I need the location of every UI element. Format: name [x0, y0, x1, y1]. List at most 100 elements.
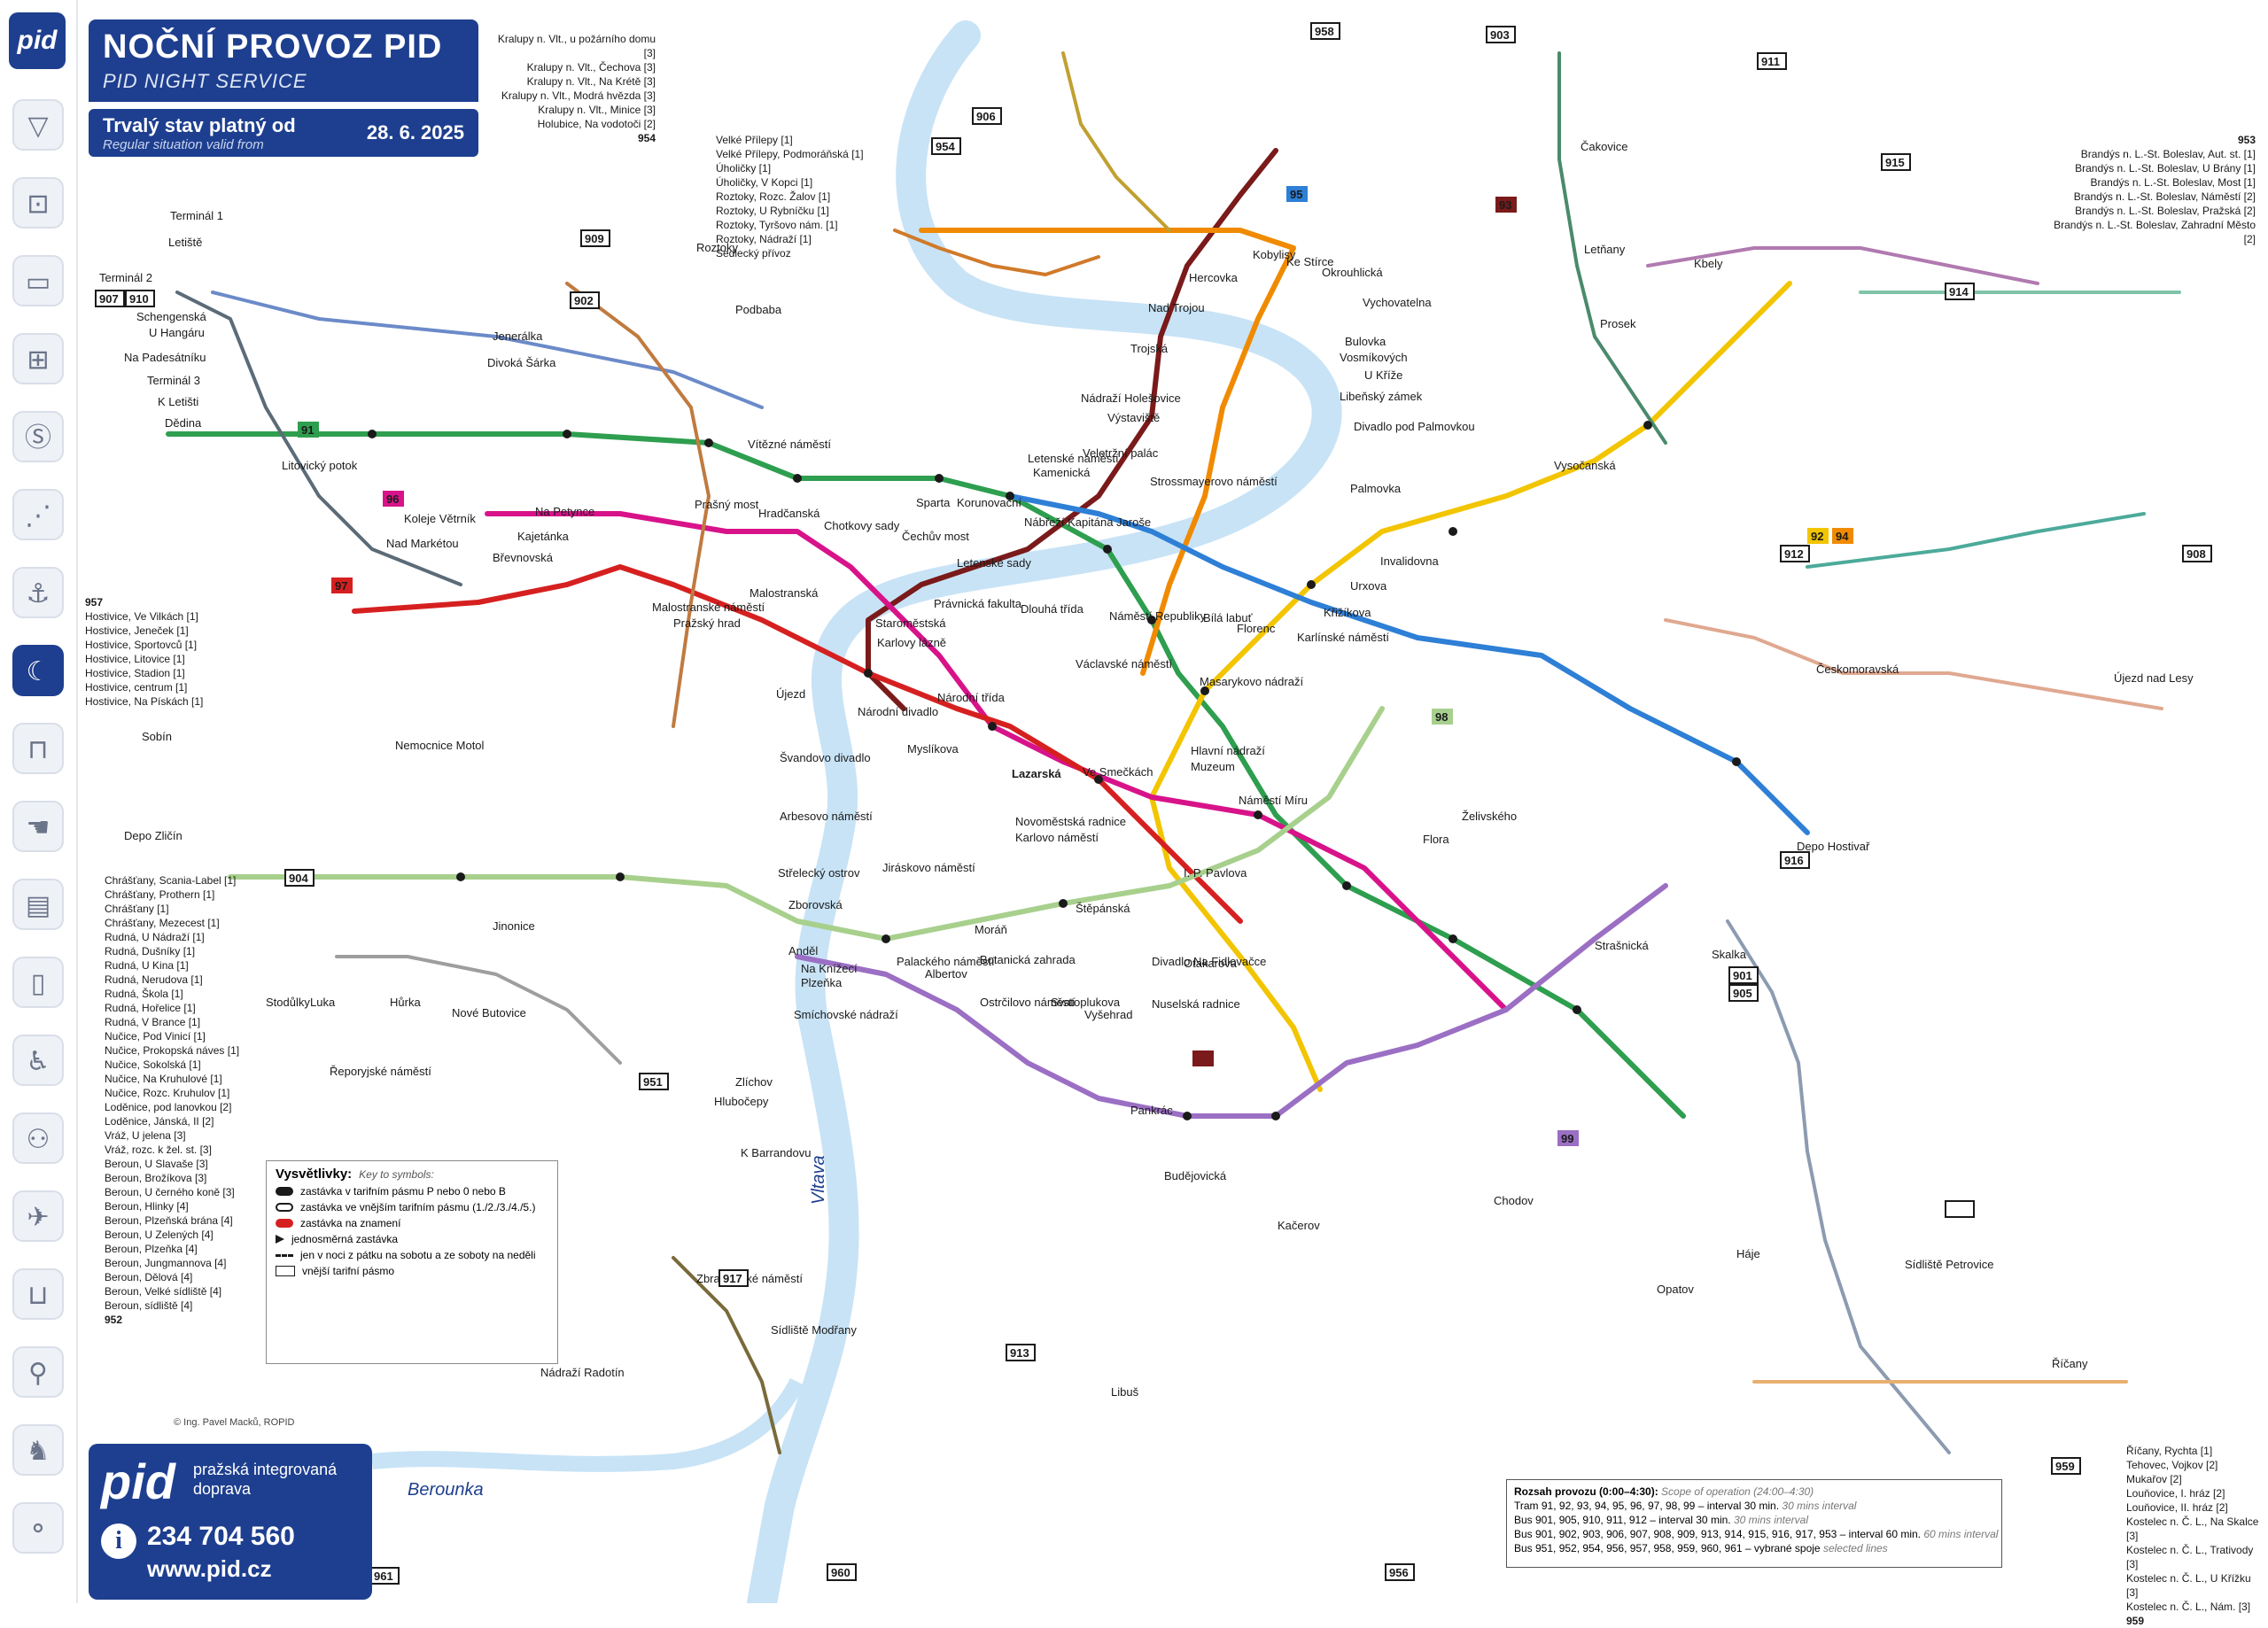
label-pravnicka-fakulta[interactable]: Právnická fakulta: [934, 597, 1022, 610]
funicular-icon[interactable]: ⋰: [12, 489, 64, 540]
tag-905[interactable]: 906: [976, 110, 996, 123]
list-957-item[interactable]: Hostivice, Ve Vilkách [1]: [85, 610, 198, 623]
list-952-item[interactable]: Beroun, Plzeňská brána [4]: [105, 1214, 233, 1227]
line-912[interactable]: [1806, 512, 2146, 569]
list-952-item[interactable]: Nučice, Rozc. Kruhulov [1]: [105, 1087, 230, 1099]
tag-904[interactable]: 904: [289, 872, 308, 885]
tag-92[interactable]: 92: [1811, 530, 1823, 543]
label-prosek[interactable]: Prosek: [1600, 317, 1636, 330]
stop-namesti-republiky[interactable]: [1103, 545, 1112, 554]
stop-vaclavske-namesti[interactable]: [1094, 775, 1103, 784]
label-dedina[interactable]: Dědina: [165, 416, 202, 430]
list-954-badge[interactable]: 954: [637, 132, 656, 144]
label-malostranske-namesti[interactable]: Malostranské náměstí: [652, 601, 765, 614]
list-952-item[interactable]: Beroun, sídliště [4]: [105, 1299, 193, 1312]
list-957-item[interactable]: Hostivice, Sportovců [1]: [85, 639, 198, 651]
tag-913[interactable]: 913: [1010, 1346, 1029, 1360]
list-954-item[interactable]: Kralupy n. Vlt., Minice [3]: [538, 104, 656, 116]
label-hercovka[interactable]: Hercovka: [1189, 271, 1239, 284]
stop-dlouha-trida[interactable]: [1006, 492, 1014, 500]
label-botanicka-zahrada[interactable]: Botanická zahrada: [980, 953, 1076, 966]
list-959-badge[interactable]: 959: [2126, 1615, 2145, 1627]
tag-94[interactable]: 94: [1836, 530, 1849, 543]
tag-906[interactable]: 905: [1733, 987, 1752, 1000]
label-bila-labut[interactable]: Bílá labuť: [1203, 611, 1253, 624]
label-letenske-sady[interactable]: Letenské sady: [957, 556, 1031, 570]
label-vychovatelna[interactable]: Vychovatelna: [1363, 296, 1432, 309]
tag-98[interactable]: 98: [1435, 710, 1448, 724]
list-roztoky-item[interactable]: Úholičky [1]: [716, 162, 772, 174]
list-roztoky-item[interactable]: Roztoky, Nádraží [1]: [716, 233, 812, 245]
list-952-item[interactable]: Vráž, U jelena [3]: [105, 1129, 186, 1142]
list-957-item[interactable]: Hostivice, Stadion [1]: [85, 667, 185, 679]
stop-karlovo-namesti[interactable]: [1059, 899, 1068, 908]
tag-902[interactable]: 902: [574, 294, 594, 307]
label-veletrzni-palac[interactable]: Veletržní palác: [1083, 446, 1159, 460]
airport-icon[interactable]: ✈: [12, 1190, 64, 1242]
list-954-item[interactable]: Kralupy n. Vlt., u požárního domu [3]: [497, 33, 656, 59]
label-skalka[interactable]: Skalka: [1712, 948, 1747, 961]
label-divadlo-na-fidlovacce[interactable]: Divadlo Na Fidlovačce: [1152, 955, 1266, 968]
walk-icon[interactable]: ⚬: [12, 1502, 64, 1554]
label-budejovicka[interactable]: Budějovická: [1164, 1169, 1227, 1182]
label-roztoky[interactable]: Roztoky: [696, 241, 738, 254]
stop-vysocanska[interactable]: [1643, 421, 1652, 430]
list-952-badge[interactable]: 952: [105, 1314, 123, 1326]
stop-palmovka[interactable]: [1307, 580, 1316, 589]
list-952-item[interactable]: Loděnice, pod lanovkou [2]: [105, 1101, 232, 1113]
label-narodni-trida[interactable]: Národní třída: [937, 691, 1006, 704]
label-bulovka[interactable]: Bulovka: [1345, 335, 1386, 348]
label-ve-smeckach[interactable]: Ve Smečkách: [1083, 765, 1153, 779]
label-narodni-divadlo[interactable]: Národní divadlo: [858, 705, 938, 718]
label-kbely[interactable]: Kbely: [1694, 257, 1723, 270]
list-959-item[interactable]: Louňovice, II. hráz [2]: [2126, 1501, 2228, 1514]
tag-956[interactable]: 956: [1389, 1566, 1409, 1579]
label-nad-marketou[interactable]: Nad Markétou: [386, 537, 459, 550]
list-952-item[interactable]: Rudná, V Brance [1]: [105, 1016, 201, 1028]
list-952-item[interactable]: Beroun, U Zelených [4]: [105, 1229, 214, 1241]
tag-911[interactable]: 911: [1761, 55, 1780, 68]
label-letenske-namesti[interactable]: Letenské náměstí: [1028, 452, 1119, 465]
label-vystaviste[interactable]: Výstaviště: [1107, 411, 1160, 424]
tag-95[interactable]: 95: [1290, 188, 1302, 201]
label-ricany[interactable]: Říčany: [2052, 1357, 2088, 1370]
stop-pankrac[interactable]: [1271, 1112, 1280, 1120]
stop-nuselska-radnice[interactable]: [1183, 1112, 1192, 1120]
line-913[interactable]: [1061, 51, 1171, 232]
label-karlovy-lazne[interactable]: Karlovy lázně: [877, 636, 946, 649]
list-roztoky-item[interactable]: Velké Přílepy, Podmoráňská [1]: [716, 148, 864, 160]
label-ujezd[interactable]: Újezd: [776, 687, 805, 701]
list-952-item[interactable]: Chrášťany, Mezecest [1]: [105, 917, 220, 929]
label-ke-stirce[interactable]: Ke Stírce: [1286, 255, 1333, 268]
line-907[interactable]: [211, 291, 764, 409]
list-959-item[interactable]: Kostelec n. Č. L., Trativody [3]: [2126, 1544, 2254, 1570]
label-palackeho-namesti[interactable]: Palackého náměstí: [897, 955, 995, 968]
label-luka[interactable]: Luka: [310, 996, 336, 1009]
label-ujezd-nad-lesy[interactable]: Újezd nad Lesy: [2114, 671, 2194, 685]
stop-andel[interactable]: [882, 934, 890, 943]
label-plzenka[interactable]: Plzeňka: [801, 976, 843, 989]
list-953-item[interactable]: Brandýs n. L.-St. Boleslav, Aut. st. [1]: [2080, 148, 2256, 160]
tag-908[interactable]: 908: [2186, 547, 2206, 561]
label-staromestska[interactable]: Staroměstská: [875, 616, 946, 630]
label-u-hangaru[interactable]: U Hangáru: [149, 326, 205, 339]
dog-icon[interactable]: ♞: [12, 1424, 64, 1476]
list-957-item[interactable]: Hostivice, Jeneček [1]: [85, 624, 189, 637]
list-959-item[interactable]: Kostelec n. Č. L., Nám. [3]: [2126, 1601, 2251, 1613]
line-917[interactable]: [672, 1256, 781, 1454]
stop-lazarska[interactable]: [988, 722, 997, 731]
label-jinonice[interactable]: Jinonice: [493, 919, 535, 933]
label-prasny-most[interactable]: Prašný most: [695, 498, 759, 511]
list-953-item[interactable]: Brandýs n. L.-St. Boleslav, Pražská [2]: [2075, 205, 2256, 217]
label-dlouha-trida[interactable]: Dlouhá třída: [1021, 602, 1084, 616]
label-k-barrandovu[interactable]: K Barrandovu: [741, 1146, 812, 1159]
list-954-item[interactable]: Kralupy n. Vlt., Čechova [3]: [526, 61, 656, 74]
label-cakovice[interactable]: Čakovice: [1581, 140, 1627, 153]
label-letnany[interactable]: Letňany: [1584, 243, 1626, 256]
list-954-item[interactable]: Holubice, Na vodotoči [2]: [537, 118, 656, 130]
list-959-item[interactable]: Říčany, Rychta [1]: [2126, 1445, 2213, 1457]
line-93[interactable]: [866, 148, 1278, 711]
label-schengenska[interactable]: Schengenská: [136, 310, 207, 323]
bus-icon[interactable]: ▭: [12, 255, 64, 306]
label-nuselska-radnice[interactable]: Nuselská radnice: [1152, 997, 1240, 1011]
